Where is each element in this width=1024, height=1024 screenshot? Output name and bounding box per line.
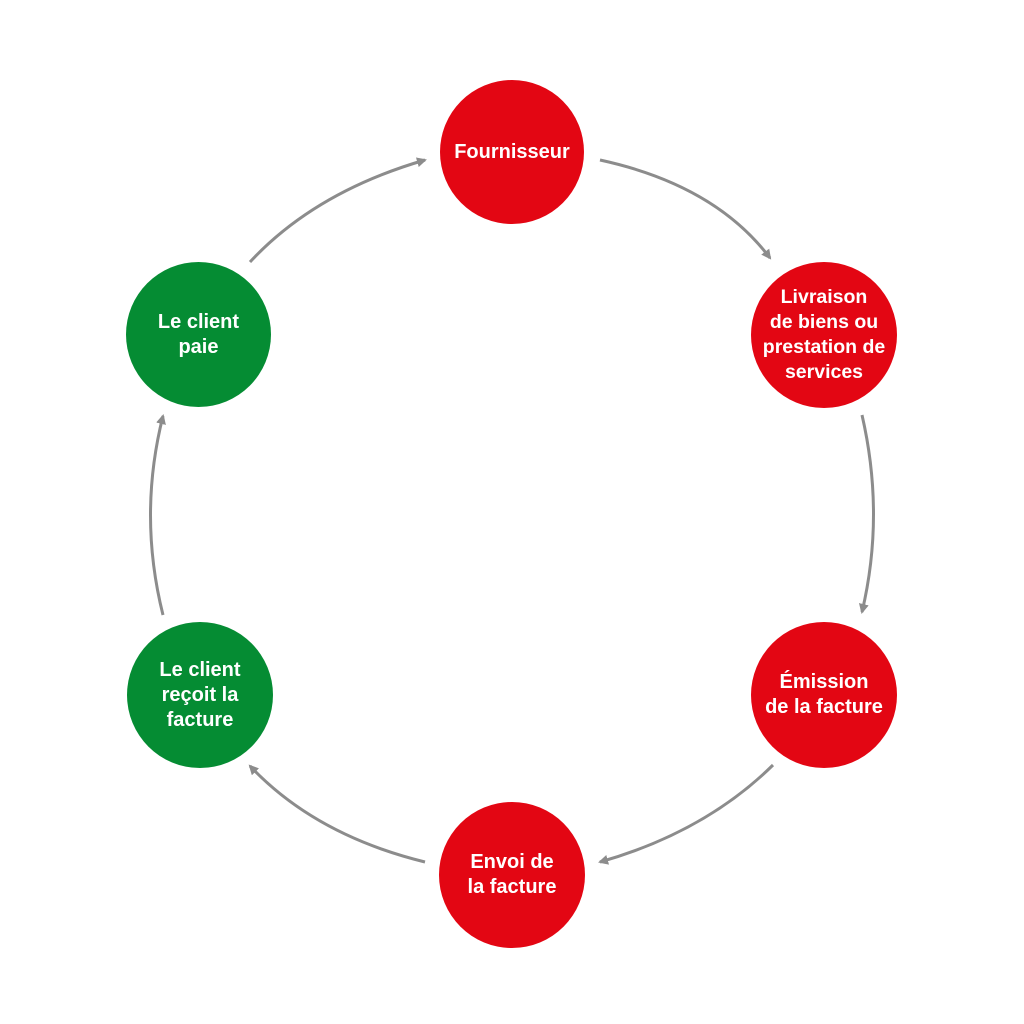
node-label-delivery: Livraison de biens ou prestation de serv… [762,286,886,383]
node-client-receives: Le client reçoit la facture [127,622,273,768]
node-label-invoice-send: Envoi de la facture [467,851,557,898]
node-invoice-send: Envoi de la facture [439,802,585,948]
arrow-delivery-to-invoice-issue [858,414,875,614]
arrow-invoice-issue-to-invoice-send [598,763,775,865]
node-client-pays: Le client paie [126,262,271,407]
node-label-supplier: Fournisseur [454,140,570,163]
node-label-invoice-issue: Émission de la facture [765,671,883,718]
arrow-client-receives-to-client-pays [149,414,166,616]
node-invoice-issue: Émission de la facture [751,622,897,768]
node-delivery: Livraison de biens ou prestation de serv… [751,262,897,408]
node-label-client-receives: Le client reçoit la facture [159,658,241,731]
arrow-client-pays-to-supplier [248,157,427,264]
arrow-invoice-send-to-client-receives [248,764,426,864]
node-supplier: Fournisseur [440,80,584,224]
arrow-supplier-to-delivery [599,158,772,260]
node-label-client-pays: Le client paie [157,310,240,358]
